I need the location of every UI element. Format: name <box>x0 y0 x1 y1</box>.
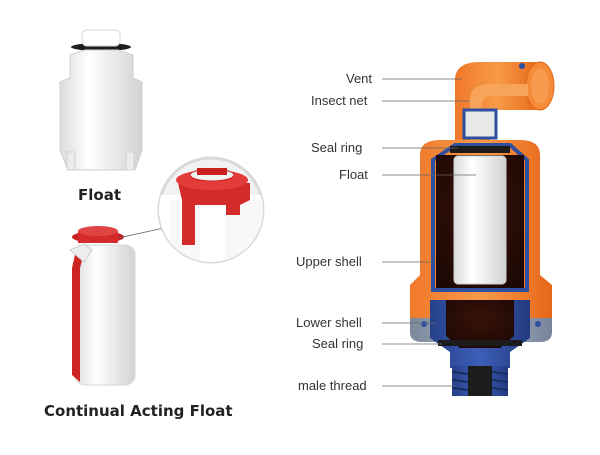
continual-float-caption: Continual Acting Float <box>44 402 233 420</box>
float-body <box>59 49 143 171</box>
continual-float-body <box>74 244 136 386</box>
float-in-valve <box>453 155 507 285</box>
zoom-leader-line <box>117 227 165 239</box>
float-caption: Float <box>78 186 121 204</box>
callout-leaders <box>382 78 476 387</box>
valve-cross-section <box>410 61 555 396</box>
callout-upper-shell: Upper shell <box>296 254 362 269</box>
callout-float: Float <box>339 167 368 182</box>
float-foot-left <box>66 151 76 171</box>
callout-lower-shell: Lower shell <box>296 315 362 330</box>
float-product <box>59 29 143 171</box>
continual-float-product <box>69 226 136 386</box>
float-top-cap <box>81 29 121 47</box>
callout-insect-net: Insect net <box>311 93 368 108</box>
callout-vent: Vent <box>346 71 373 86</box>
float-foot-right <box>125 151 135 171</box>
seal-ring-top <box>450 146 510 153</box>
continual-float-white-tab <box>69 243 93 263</box>
callout-male-thread: male thread <box>298 378 367 393</box>
insect-net <box>462 108 498 140</box>
seal-ring-bottom <box>438 340 522 346</box>
continual-float-red-arm <box>72 250 84 382</box>
male-thread <box>451 366 509 396</box>
zoom-red-mechanism <box>178 183 250 245</box>
zoom-detail-circle <box>157 156 265 264</box>
callout-seal-ring-bottom: Seal ring <box>312 336 364 351</box>
callout-seal-ring-top: Seal ring <box>311 140 363 155</box>
continual-float-red-cap-top <box>78 226 118 236</box>
